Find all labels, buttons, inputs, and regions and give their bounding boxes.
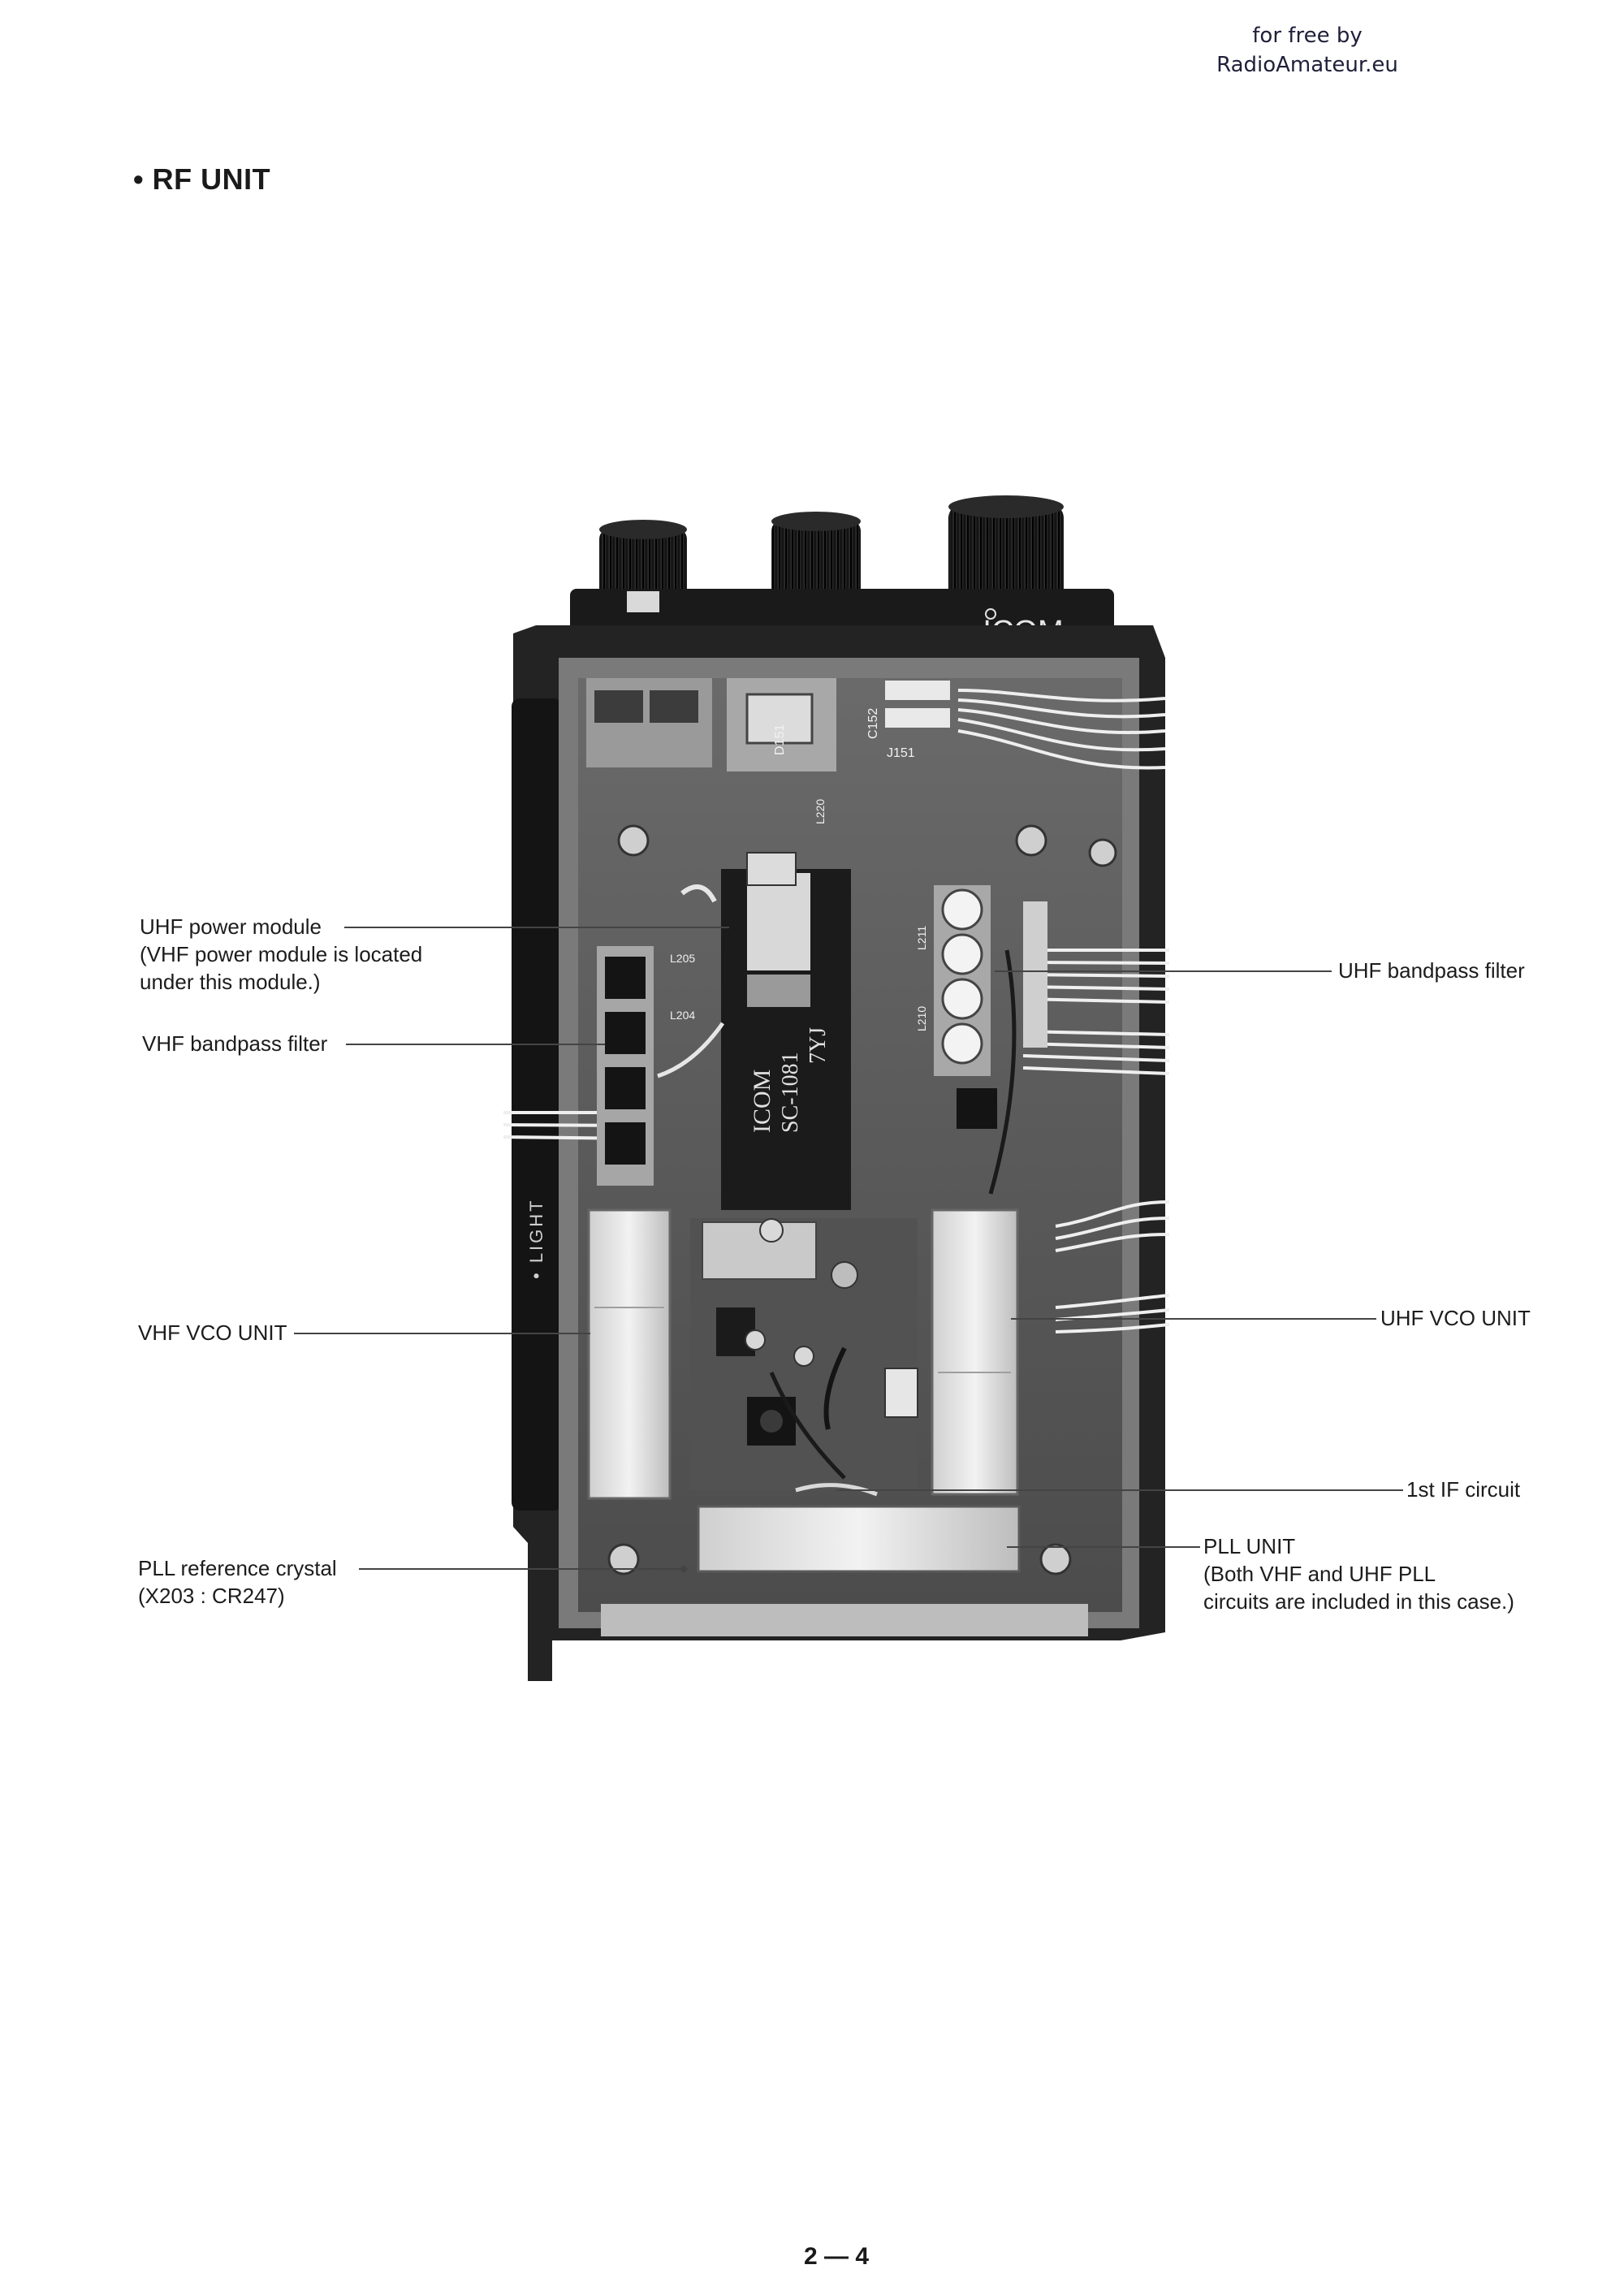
power-module: ICOM SC-1081 7YJ xyxy=(721,869,851,1210)
bottom-rail xyxy=(601,1604,1088,1636)
label-uhf-vco-unit: UHF VCO UNIT xyxy=(1380,1304,1531,1332)
uhf-vco-shield xyxy=(931,1208,1019,1496)
first-if-area xyxy=(690,1218,918,1497)
label-pll-unit-line-1: PLL UNIT xyxy=(1203,1534,1296,1558)
label-1st-if-circuit-line-1: 1st IF circuit xyxy=(1406,1477,1521,1502)
page-number: 2 — 4 xyxy=(803,2243,870,2270)
label-uhf-power-module-line-3: under this module.) xyxy=(140,970,321,994)
label-vhf-bandpass-filter: VHF bandpass filter xyxy=(142,1030,327,1057)
label-uhf-power-module: UHF power module (VHF power module is lo… xyxy=(140,913,422,996)
pcb-label-d151: D151 xyxy=(773,724,787,755)
label-uhf-power-module-line-2: (VHF power module is located xyxy=(140,942,423,966)
pll-unit-shield xyxy=(697,1505,1021,1573)
label-pll-unit: PLL UNIT (Both VHF and UHF PLL circuits … xyxy=(1203,1532,1514,1615)
light-label: • LIGHT xyxy=(526,1198,546,1279)
label-vhf-bandpass-filter-line-1: VHF bandpass filter xyxy=(142,1031,328,1056)
wire-bundle-top xyxy=(957,689,1166,770)
uhf-bandpass-filter-cans xyxy=(934,885,997,1129)
ic-part: SC-1081 xyxy=(778,1052,803,1133)
vhf-vco-shield xyxy=(587,1208,672,1500)
label-pll-unit-line-3: circuits are included in this case.) xyxy=(1203,1589,1514,1614)
pcb-label-l211: L211 xyxy=(915,926,928,950)
label-pll-unit-line-2: (Both VHF and UHF PLL xyxy=(1203,1562,1436,1586)
label-pll-reference-crystal-line-2: (X203 : CR247) xyxy=(138,1584,285,1608)
knob-right xyxy=(948,495,1064,613)
label-vhf-vco-unit-line-1: VHF VCO UNIT xyxy=(138,1320,287,1345)
watermark-line-2: RadioAmateur.eu xyxy=(1216,53,1398,77)
label-vhf-vco-unit: VHF VCO UNIT xyxy=(138,1319,287,1346)
label-uhf-bandpass-filter: UHF bandpass filter xyxy=(1338,957,1525,984)
pcb-label-j151: J151 xyxy=(887,746,915,760)
screws xyxy=(607,824,1117,1575)
watermark: for free by RadioAmateur.eu xyxy=(1169,21,1445,80)
vhf-bandpass-filter-cans xyxy=(597,946,654,1186)
ic-brand: ICOM xyxy=(749,1070,775,1133)
label-1st-if-circuit: 1st IF circuit xyxy=(1406,1476,1520,1503)
label-uhf-power-module-line-1: UHF power module xyxy=(140,914,322,939)
rf-unit-photo: TX ICOM • LIGHT D151 C152 J151 xyxy=(503,495,1170,1681)
label-pll-reference-crystal: PLL reference crystal (X203 : CR247) xyxy=(138,1554,337,1610)
pcb-label-l204: L204 xyxy=(670,1009,695,1022)
label-uhf-bandpass-filter-line-1: UHF bandpass filter xyxy=(1338,958,1525,983)
watermark-line-1: for free by xyxy=(1252,24,1363,48)
pcb-label-l220: L220 xyxy=(814,799,827,824)
section-title: • RF UNIT xyxy=(133,162,271,196)
label-pll-reference-crystal-line-1: PLL reference crystal xyxy=(138,1556,337,1580)
ic-code: 7YJ xyxy=(806,1027,831,1064)
pcb-label-l210: L210 xyxy=(915,1006,928,1031)
label-uhf-vco-unit-line-1: UHF VCO UNIT xyxy=(1380,1306,1531,1330)
pcb-label-c152: C152 xyxy=(866,708,880,739)
pcb-label-l205: L205 xyxy=(670,952,695,965)
